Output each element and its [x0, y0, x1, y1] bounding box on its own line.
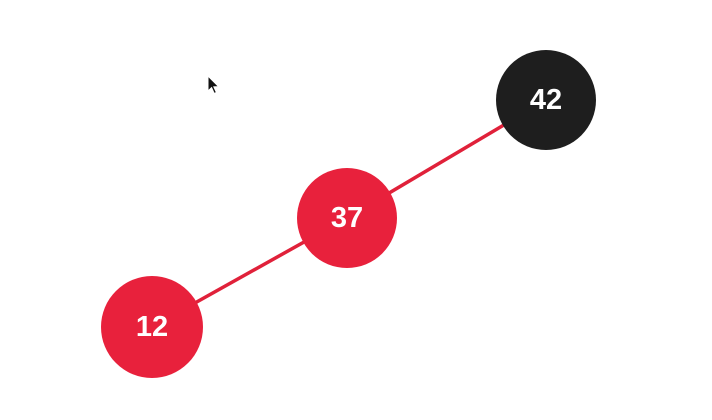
node-circle-red — [297, 168, 397, 268]
node-circle-red — [101, 276, 203, 378]
tree-node-37: 37 — [297, 168, 397, 268]
tree-node-42: 42 — [496, 50, 596, 150]
node-circle-black — [496, 50, 596, 150]
mouse-pointer-icon — [207, 74, 220, 95]
node-value-label: 37 — [331, 202, 363, 234]
node-value-label: 12 — [136, 311, 168, 343]
node-value-label: 42 — [530, 84, 562, 116]
tree-node-12: 12 — [101, 276, 203, 378]
